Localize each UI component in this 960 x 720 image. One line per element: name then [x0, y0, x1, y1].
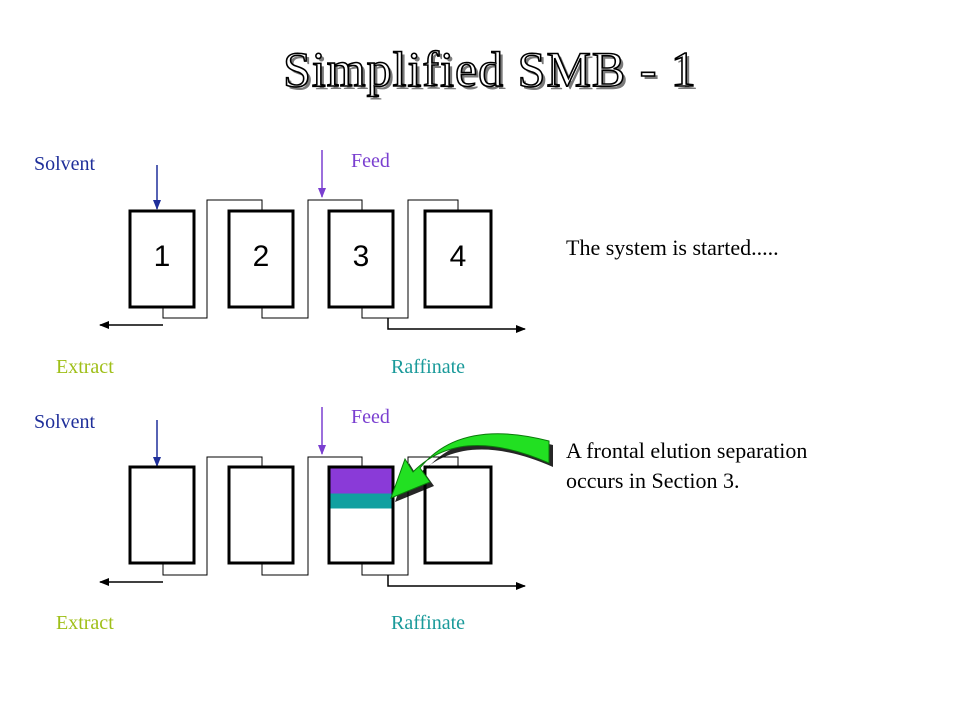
column-1-label: 1: [154, 240, 171, 273]
column-2: [227, 209, 295, 309]
curved-arrow-icon: [390, 433, 553, 502]
column-1: [128, 209, 196, 309]
panel-1: 1 2 3 4: [99, 150, 526, 333]
solvent-label-2: Solvent: [34, 411, 96, 433]
solvent-label-1: Solvent: [34, 153, 96, 175]
feed-label-1: Feed: [351, 150, 390, 172]
raffinate-outlet-arrow-2: [387, 575, 526, 590]
purple-band: [330, 468, 392, 494]
raffinate-label-2: Raffinate: [391, 612, 466, 634]
raffinate-label-1: Raffinate: [391, 356, 466, 378]
extract-label-1: Extract: [56, 356, 114, 378]
teal-band: [330, 493, 392, 509]
column-1-section: [128, 465, 196, 565]
caption-started: The system is started.....: [566, 235, 779, 260]
column-3-label: 3: [353, 240, 370, 273]
column-3: [327, 209, 395, 309]
column-2-section: [227, 465, 295, 565]
feed-label-2: Feed: [351, 406, 390, 428]
caption-separation-line-1: A frontal elution separation: [566, 438, 808, 463]
column-4: [423, 209, 493, 309]
connection-tubes-1: [162, 199, 459, 319]
page-title: Simplified SMB - 1: [282, 40, 697, 98]
connection-tubes-2: [162, 456, 459, 576]
raffinate-outlet-arrow-1: [387, 318, 526, 333]
panel-2: [99, 407, 553, 590]
column-4-section: [423, 465, 493, 565]
caption-separation: A frontal elution separation occurs in S…: [566, 436, 807, 496]
column-4-label: 4: [450, 240, 467, 273]
extract-label-2: Extract: [56, 612, 114, 634]
column-2-label: 2: [253, 240, 270, 273]
caption-separation-line-2: occurs in Section 3.: [566, 468, 740, 493]
